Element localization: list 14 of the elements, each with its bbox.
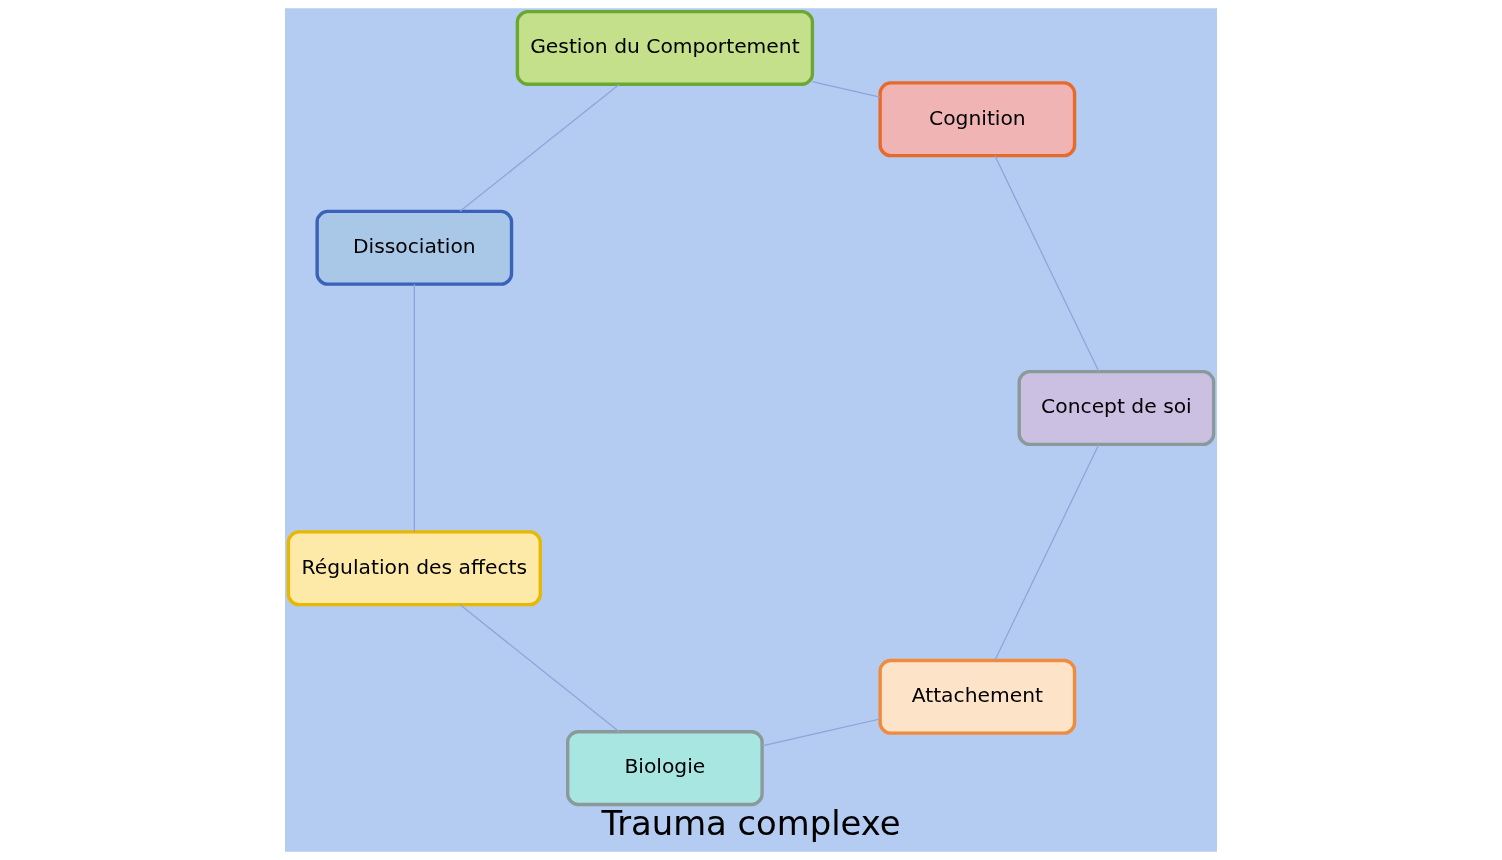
node-box: Concept de soi (1017, 370, 1216, 447)
node-box: Cognition (878, 81, 1077, 158)
connector (413, 283, 415, 533)
connector (811, 81, 881, 98)
node-box: Gestion du Comportement (515, 9, 815, 86)
connector (459, 604, 620, 733)
connector (459, 83, 620, 212)
node-box: Attachement (878, 658, 1077, 735)
node-box: Dissociation (315, 209, 514, 286)
node-box: Régulation des affects (286, 530, 542, 607)
connector (994, 155, 1100, 373)
connector (994, 443, 1100, 661)
connector (761, 718, 881, 747)
node-box: Biologie (566, 730, 764, 807)
